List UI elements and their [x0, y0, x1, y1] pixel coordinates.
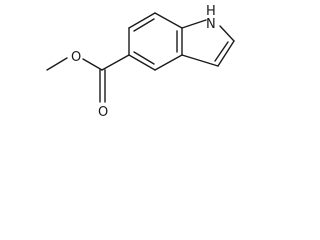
nitrogen-h-label: H: [206, 4, 216, 19]
bond-c7a-n1: [181, 19, 207, 29]
bond-c2-c3: [217, 40, 235, 67]
nitrogen-label: N: [206, 17, 216, 32]
bond-c6-c7: [128, 12, 156, 29]
bond-c6-c7-inner: [133, 18, 155, 32]
bond-c3a-c4: [154, 54, 183, 71]
bond-c5-carbonyl: [101, 54, 130, 71]
bond-c2-c3-inner: [214, 41, 229, 62]
carbonyl-oxygen-label: O: [98, 105, 108, 120]
bond-c7-c7a: [154, 12, 183, 29]
bond-c4-c5-inner: [133, 51, 155, 65]
bond-c3-c3a: [181, 54, 219, 67]
indole-ester-structure: H N O O: [46, 4, 235, 120]
bond-carbonyl-o-ester: [82, 58, 103, 71]
bond-c4-c5: [128, 54, 156, 71]
ester-oxygen-label: O: [71, 50, 81, 65]
bond-n1-c2: [219, 25, 235, 42]
bond-o-methyl: [46, 57, 68, 71]
